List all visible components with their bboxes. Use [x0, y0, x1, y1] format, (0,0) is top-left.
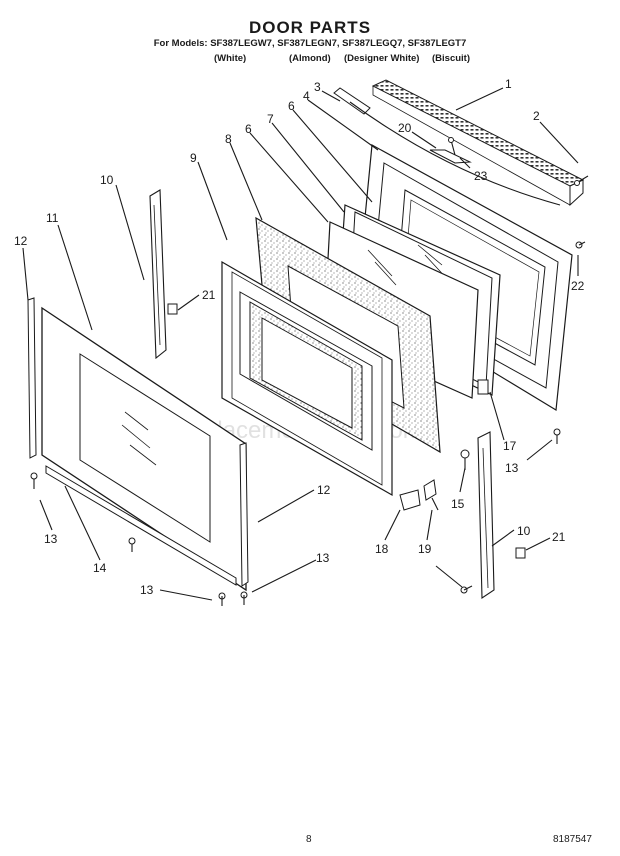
- color-label-almond: (Almond): [289, 53, 331, 64]
- callout-22: 22: [571, 279, 585, 293]
- callout-15: 15: [451, 497, 465, 511]
- callout-14: 14: [93, 561, 107, 575]
- callout-13b: 13: [44, 532, 58, 546]
- part-2-screw: [574, 175, 589, 186]
- callout-20: 20: [398, 121, 412, 135]
- callout-21b: 21: [552, 530, 566, 544]
- part-12-left-side-trim: [27, 297, 37, 459]
- part-23-screw: [448, 137, 456, 156]
- color-label-designer-white: (Designer White): [344, 53, 420, 64]
- part-19-screw: [423, 479, 439, 511]
- leader-lines: [22, 87, 579, 601]
- part-13-screw-a: [30, 472, 38, 489]
- callout-13d: 13: [316, 551, 330, 565]
- callout-21a: 21: [202, 288, 216, 302]
- part-14-bottom-trim: [45, 465, 237, 586]
- part-21-clip-left: [167, 303, 178, 315]
- callout-7: 7: [267, 112, 274, 126]
- callout-6b: 6: [245, 122, 252, 136]
- callout-8: 8: [225, 132, 232, 146]
- callout-numbers: 1 2 3 4 6 7 8 6 9 10 11 12 20 23 21 22 1…: [14, 77, 585, 597]
- part-21-clip-right: [515, 547, 526, 559]
- color-label-biscuit: (Biscuit): [432, 53, 470, 64]
- part-13-screw-hinge: [460, 585, 473, 594]
- callout-13a: 13: [505, 461, 519, 475]
- model-list: For Models: SF387LEGW7, SF387LEGN7, SF38…: [153, 38, 467, 49]
- callout-3: 3: [314, 80, 321, 94]
- document-part-number: 8187547: [553, 834, 592, 845]
- callout-12a: 12: [14, 234, 28, 248]
- part-1-vent-trim: [371, 79, 585, 207]
- callout-19: 19: [418, 542, 432, 556]
- callout-9: 9: [190, 151, 197, 165]
- page-number: 8: [306, 834, 312, 845]
- part-10-right-hinge-channel: [477, 431, 495, 600]
- callout-18: 18: [375, 542, 389, 556]
- part-13-screw-right: [553, 428, 561, 444]
- part-13-screw-c: [218, 592, 226, 606]
- color-label-white: (White): [214, 53, 247, 64]
- callout-10b: 10: [517, 524, 531, 538]
- callout-12b: 12: [317, 483, 331, 497]
- callout-6a: 6: [288, 99, 295, 113]
- callout-2: 2: [533, 109, 540, 123]
- part-22-screw: [575, 241, 586, 249]
- callout-17: 17: [503, 439, 517, 453]
- callout-10a: 10: [100, 173, 114, 187]
- callout-11: 11: [46, 211, 59, 225]
- callout-13c: 13: [140, 583, 154, 597]
- part-9-door-frame: [221, 260, 393, 497]
- part-18-hinge-bracket: [399, 489, 421, 511]
- page-title: DOOR PARTS: [248, 18, 372, 37]
- callout-4: 4: [303, 89, 310, 103]
- part-20-bracket: [429, 149, 472, 164]
- part-17-bracket: [477, 379, 489, 395]
- part-11-outer-door-glass: [41, 306, 247, 592]
- part-13-screw-d: [240, 591, 248, 605]
- part-15-screw: [460, 449, 470, 470]
- part-10-left-hinge-channel: [149, 189, 167, 360]
- callout-23: 23: [474, 169, 488, 183]
- callout-1: 1: [505, 77, 512, 91]
- part-12-right-side-trim: [239, 442, 249, 587]
- part-3-vent-baffle: [333, 87, 561, 206]
- part-13-screw-b: [128, 537, 136, 552]
